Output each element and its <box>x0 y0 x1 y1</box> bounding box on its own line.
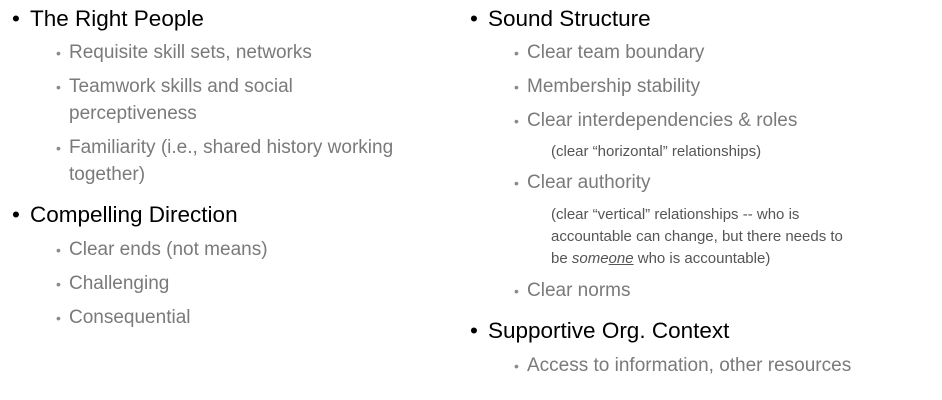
bullet-marker: • <box>514 283 519 299</box>
list-item-text: Clear ends (not means) <box>69 239 268 260</box>
bullet-marker: • <box>514 113 519 129</box>
list-item-text: Clear interdependencies & roles <box>527 110 798 131</box>
note-text: be <box>551 250 572 267</box>
bullet-marker: • <box>56 242 61 258</box>
bullet-marker: • <box>12 6 20 31</box>
list-item-text: Clear authority <box>527 172 651 193</box>
list-item-text: Familiarity (i.e., shared history workin… <box>69 137 394 158</box>
bullet-marker: • <box>514 79 519 95</box>
section-title: Compelling Direction <box>30 202 238 227</box>
item-note: accountable can change, but there needs … <box>551 228 843 245</box>
bullet-marker: • <box>12 202 20 227</box>
list-item-text: Membership stability <box>527 76 701 97</box>
list-item-text: Teamwork skills and social <box>69 76 293 97</box>
section-title: Sound Structure <box>488 6 651 31</box>
section-heading-compelling-direction: • Compelling Direction <box>12 202 238 227</box>
list-item-text: Access to information, other resources <box>527 355 852 376</box>
note-emphasis-underlined: one <box>608 250 634 267</box>
bullet-marker: • <box>514 175 519 191</box>
note-text: who is accountable) <box>633 250 771 267</box>
item-note: be someone who is accountable) <box>551 248 770 269</box>
section-heading-supportive-context: • Supportive Org. Context <box>470 318 730 343</box>
section-title: The Right People <box>30 6 204 31</box>
bullet-marker: • <box>470 6 478 31</box>
item-note: (clear “vertical” relationships -- who i… <box>551 206 800 223</box>
bullet-marker: • <box>56 310 61 326</box>
list-item-text: Requisite skill sets, networks <box>69 42 312 63</box>
list-item-text: Clear team boundary <box>527 42 705 63</box>
note-emphasis: some <box>571 250 609 267</box>
list-item-text: together) <box>69 164 146 185</box>
bullet-marker: • <box>470 318 478 343</box>
list-item-text: Consequential <box>69 307 191 328</box>
item-note: (clear “horizontal” relationships) <box>551 143 762 160</box>
section-title: Supportive Org. Context <box>488 318 730 343</box>
bullet-marker: • <box>56 140 61 156</box>
list-item-text: Challenging <box>69 273 170 294</box>
bullet-marker: • <box>56 45 61 61</box>
list-item-text: perceptiveness <box>69 103 197 124</box>
bullet-marker: • <box>56 276 61 292</box>
bullet-marker: • <box>514 358 519 374</box>
bullet-marker: • <box>56 79 61 95</box>
list-item-text: Clear norms <box>527 280 631 301</box>
bullet-marker: • <box>514 45 519 61</box>
section-heading-sound-structure: • Sound Structure <box>470 6 651 31</box>
section-heading-right-people: • The Right People <box>12 6 204 31</box>
